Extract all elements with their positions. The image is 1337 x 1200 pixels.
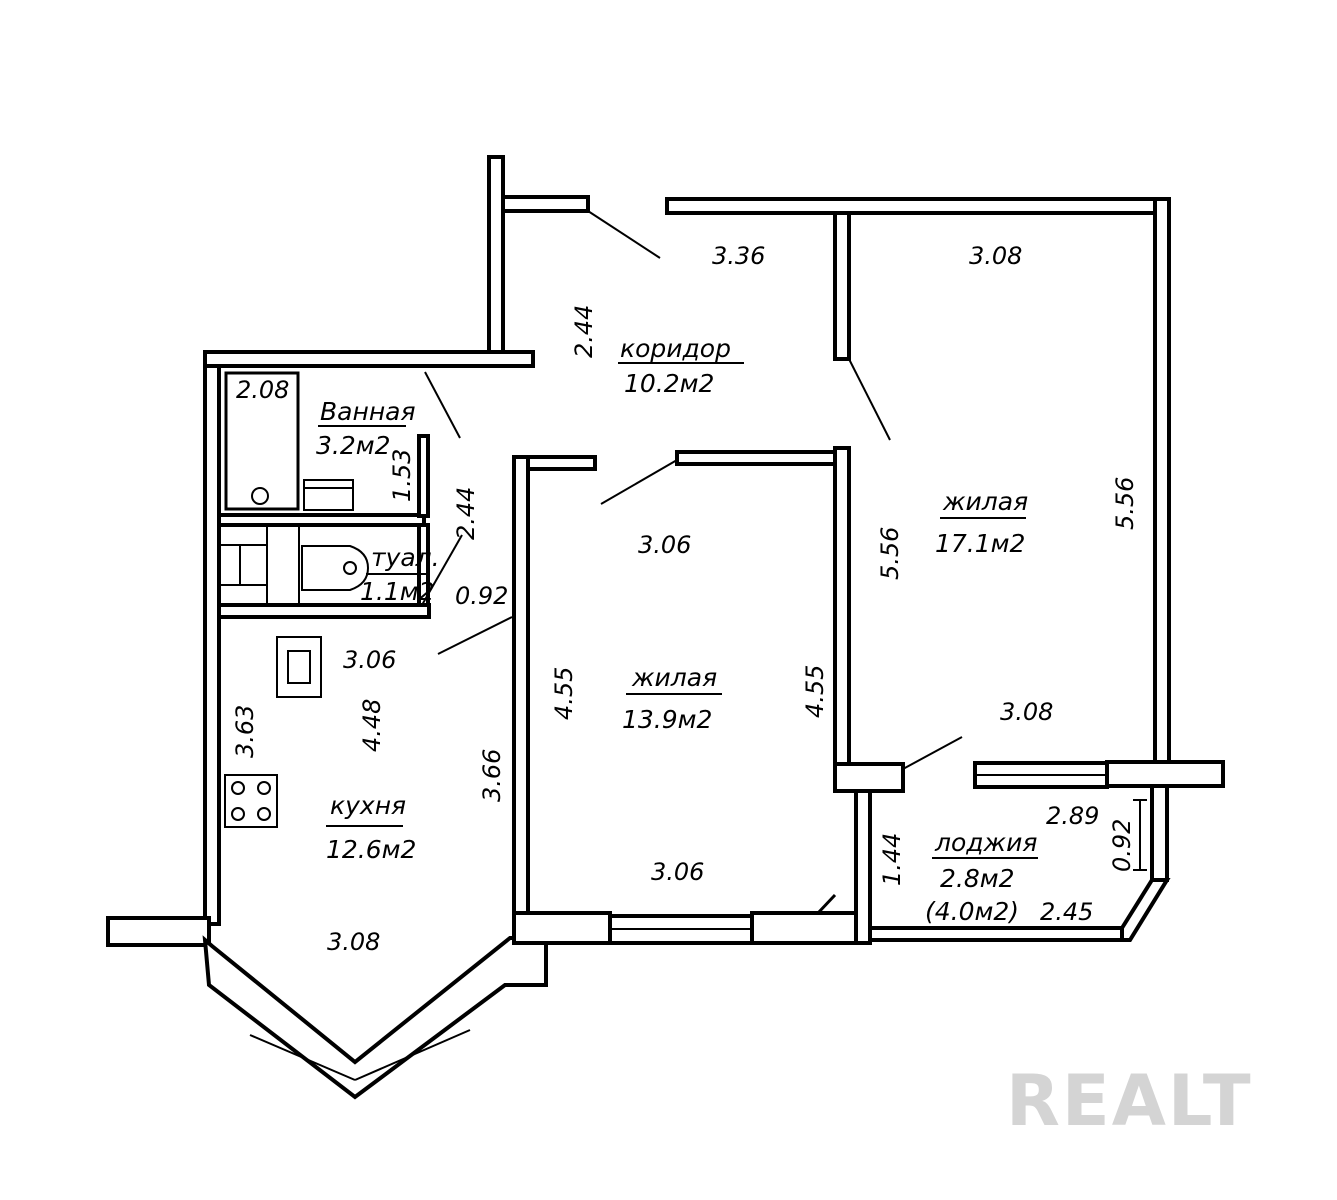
dim-bath-width: 2.08 (236, 376, 289, 404)
corridor-area: 10.2м2 (624, 369, 714, 398)
dim-living-right-top: 3.08 (969, 242, 1022, 270)
dim-kitchen-h2: 4.48 (358, 699, 386, 752)
toilet-bowl (301, 545, 370, 591)
toilet-name: туал. (371, 543, 440, 572)
dim-bath-height: 1.53 (388, 449, 416, 502)
bathtub (224, 371, 300, 511)
living-left-name: жилая (631, 663, 717, 692)
walls (106, 155, 1225, 1100)
dim-kitchen-h3: 3.66 (478, 749, 506, 802)
dimensions: 3.36 2.44 2.08 1.53 2.44 0.92 3.06 3.63 … (231, 242, 1147, 956)
living-right-area: 17.1м2 (935, 529, 1025, 558)
dim-kitchen-bottom: 3.08 (327, 928, 380, 956)
dim-living-left-left: 4.55 (550, 667, 578, 720)
room-labels: коридор 10.2м2 Ванная 3.2м2 туал. 1.1м2 … (316, 334, 1038, 926)
corridor-name: коридор (620, 334, 731, 363)
dim-living-left-top: 3.06 (638, 531, 691, 559)
dim-corridor-height: 2.44 (570, 305, 598, 358)
kitchen-name: кухня (330, 791, 406, 820)
living-left-area: 13.9м2 (622, 705, 712, 734)
washbasin (303, 479, 354, 511)
dim-corridor-width: 3.36 (712, 242, 765, 270)
door-swings (421, 210, 963, 770)
bath-area: 3.2м2 (316, 431, 391, 460)
loggia-area-full: (4.0м2) (925, 897, 1019, 926)
kitchen-area: 12.6м2 (326, 835, 416, 864)
dim-loggia-bottom: 2.45 (1040, 898, 1093, 926)
dim-loggia-side: 0.92 (1108, 819, 1136, 872)
stove (224, 774, 278, 828)
bath-name: Ванная (320, 397, 416, 426)
dim-toilet-height: 2.44 (452, 487, 480, 540)
living-right-name: жилая (942, 487, 1028, 516)
dim-living-left-right: 4.55 (801, 665, 829, 718)
dim-living-right-bottom: 3.08 (1000, 698, 1053, 726)
loggia-area: 2.8м2 (940, 864, 1015, 893)
dim-living-right-right: 5.56 (1111, 477, 1139, 530)
loggia-name: лоджия (934, 828, 1037, 857)
dim-kitchen-top: 3.06 (343, 646, 396, 674)
dim-loggia-height: 1.44 (878, 833, 906, 886)
dim-loggia-top: 2.89 (1046, 802, 1099, 830)
dim-kitchen-h1: 3.63 (231, 705, 259, 758)
dim-toilet-width: 0.92 (455, 582, 508, 610)
toilet-area: 1.1м2 (360, 577, 435, 606)
fixtures (218, 371, 370, 828)
dim-living-right-left: 5.56 (876, 527, 904, 580)
watermark-logo: REALT (1006, 1060, 1253, 1142)
dim-living-left-bottom: 3.06 (651, 858, 704, 886)
ventilation-shaft (276, 636, 322, 698)
